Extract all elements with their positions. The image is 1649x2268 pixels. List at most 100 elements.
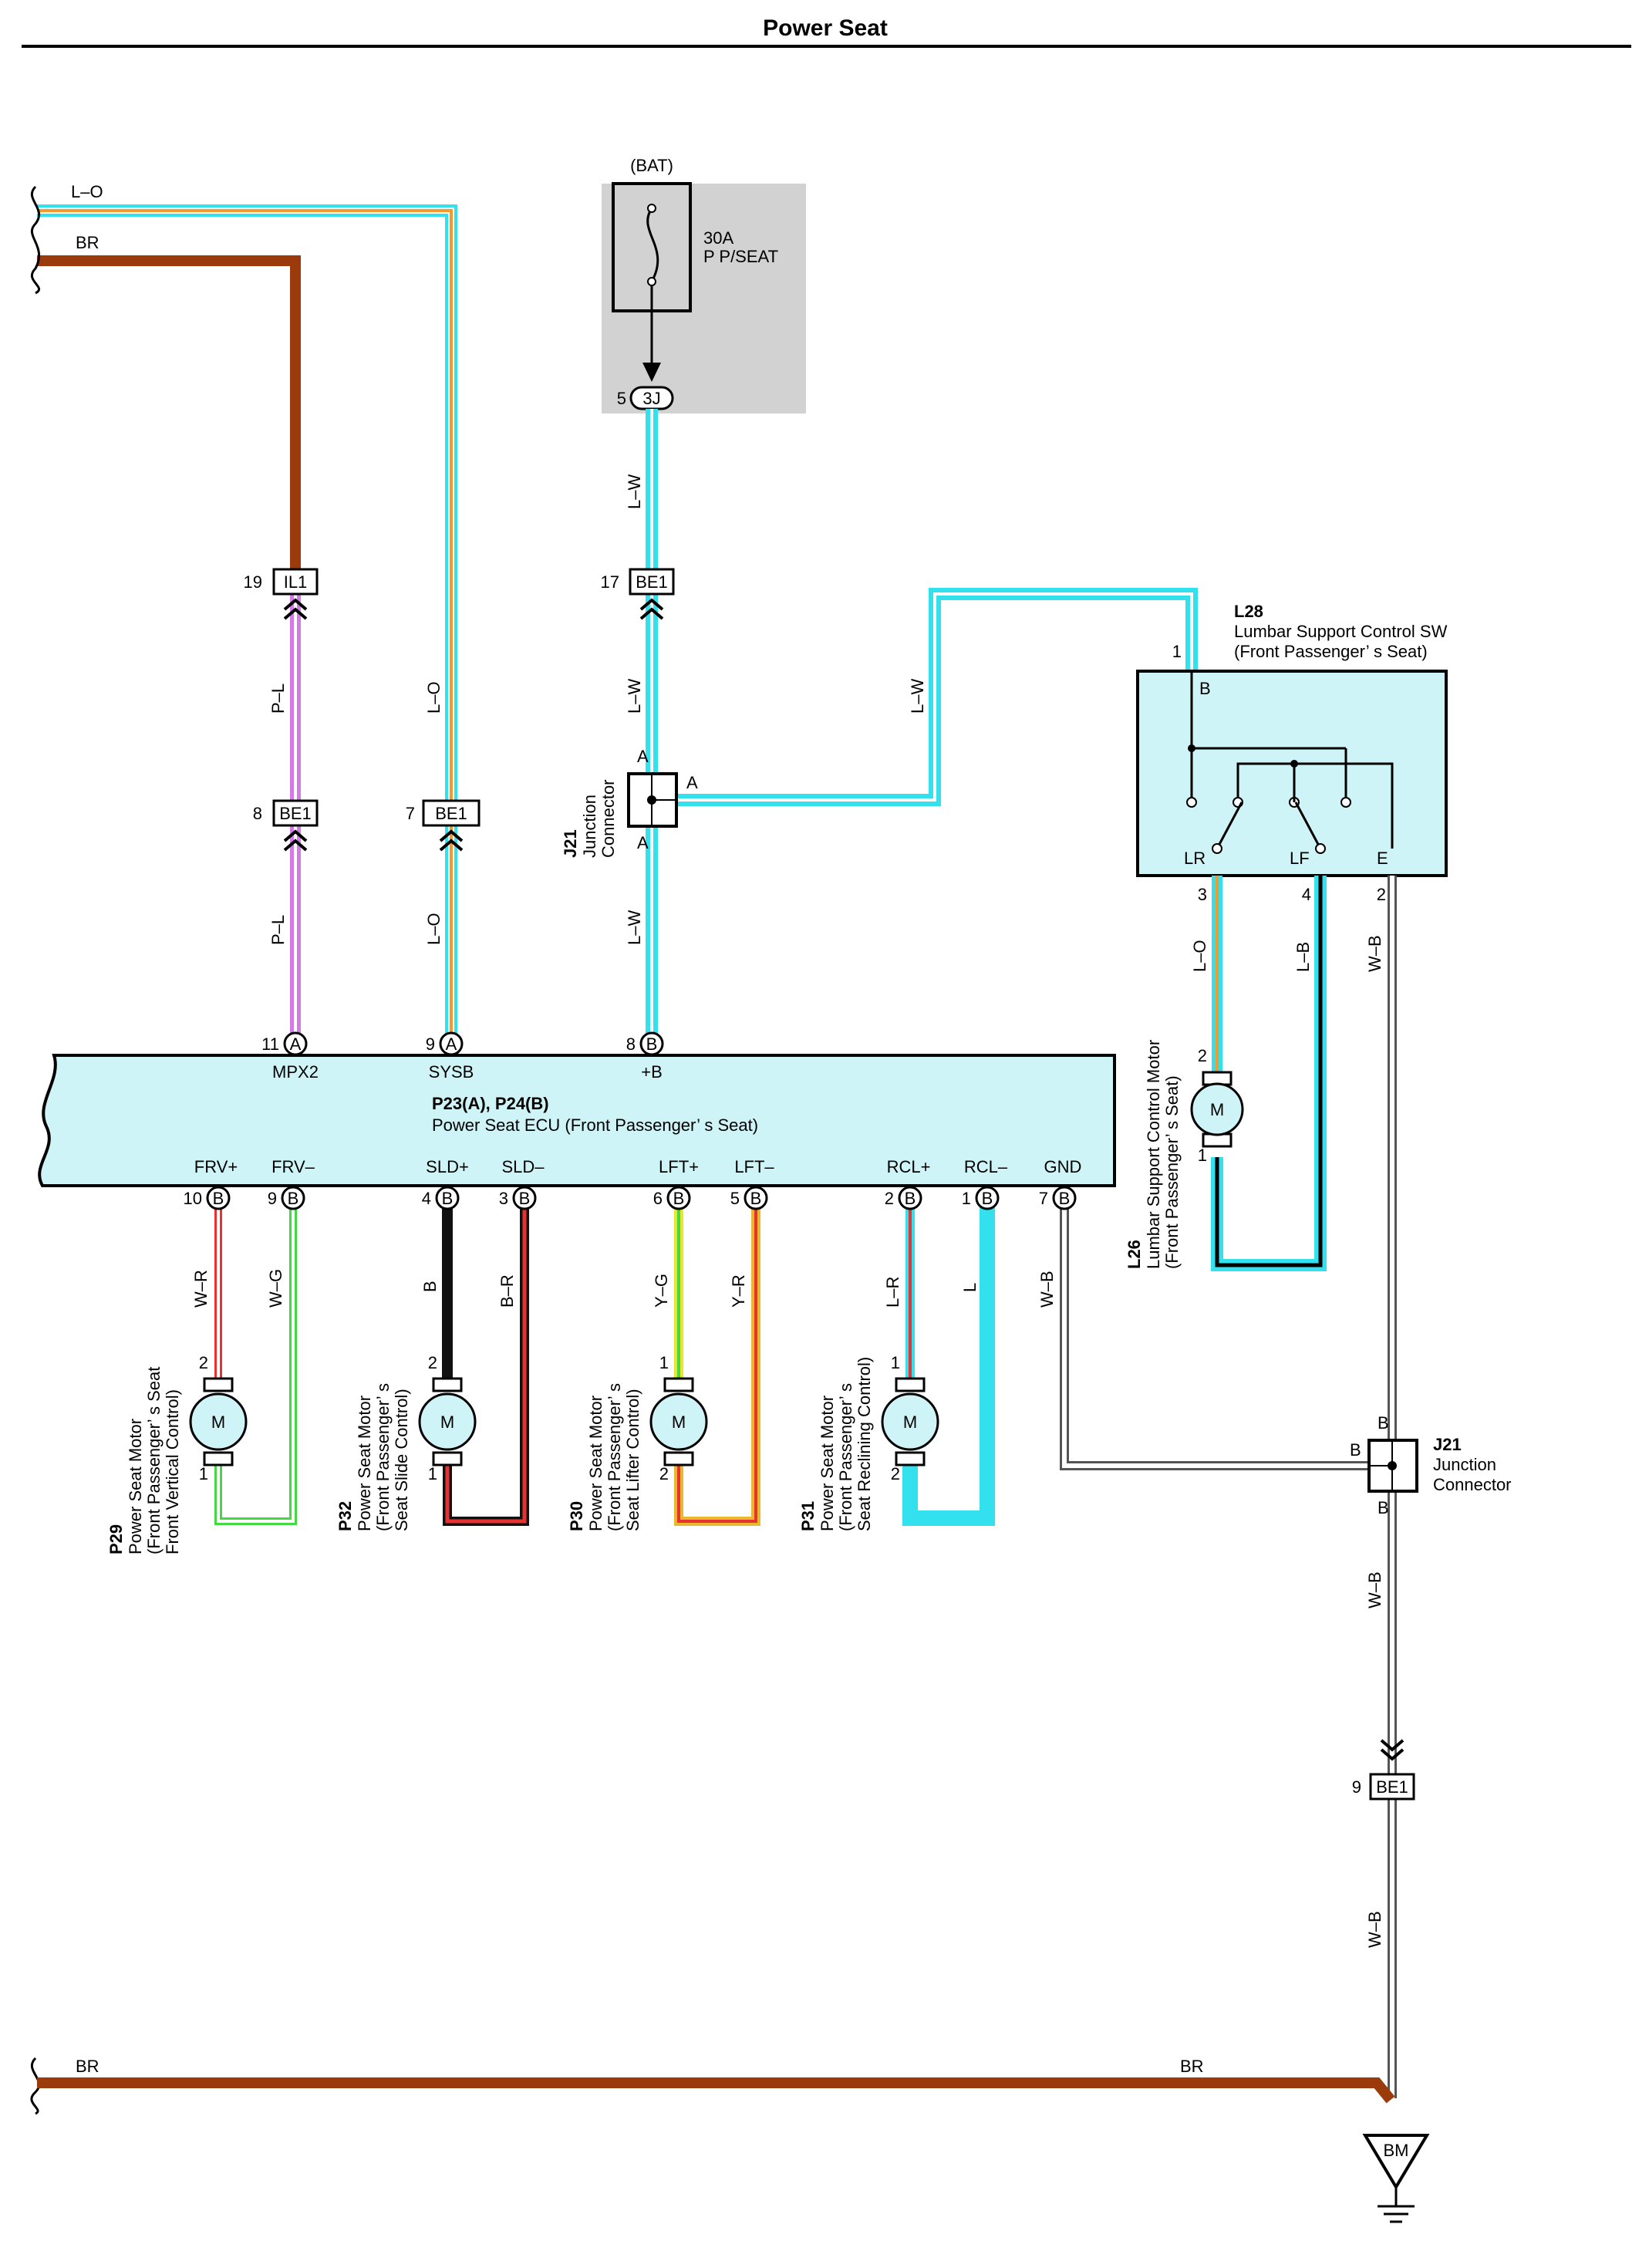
motor-p30-code: P30 [567, 1501, 586, 1531]
wire-label-wg: W–G [266, 1269, 285, 1308]
conn-3j-id: 3J [642, 389, 660, 408]
wire-label-yg: Y–G [652, 1274, 671, 1308]
wire-label-lumbar-lb: L–B [1293, 942, 1313, 972]
motor-p29-bot-pin: 1 [199, 1464, 208, 1483]
motor-p30-l1: Power Seat Motor [586, 1396, 605, 1531]
conn-be1-7-id: BE1 [435, 804, 467, 823]
ecu-pin-name-rcl-minus: RCL– [964, 1157, 1008, 1176]
motor-p30-bot-pin: 2 [659, 1464, 669, 1483]
l28-term-lf: LF [1290, 849, 1310, 868]
wire-wg [214, 1207, 297, 1525]
motor-p31-m: M [903, 1412, 917, 1432]
ecu-bottom-pin-conn: B [1059, 1189, 1071, 1208]
motor-p31-bot-pin: 2 [891, 1464, 900, 1483]
ecu-bottom-pin-num: 4 [422, 1189, 431, 1208]
wire-label-br-top: BR [76, 233, 99, 252]
ecu-pin-name-lft-plus: LFT+ [659, 1157, 699, 1176]
j21-top-name2: Connector [599, 779, 618, 858]
motor-icon [418, 1392, 477, 1451]
motor-p31-code: P31 [798, 1501, 818, 1531]
ecu-pin-name-rcl-plus: RCL+ [887, 1157, 931, 1176]
motor-p29-code: P29 [106, 1524, 126, 1554]
wire-label-lo-1: L–O [424, 681, 443, 714]
wire-break-bottom-icon [30, 2057, 41, 2115]
ecu-bottom-pin-conn: B [213, 1189, 224, 1208]
conn-be1-17: BE1 17 [601, 568, 675, 620]
ecu-bottom-pin-frv-minus: B 9 [268, 1186, 305, 1210]
motor-p30-top-pin: 1 [659, 1353, 669, 1372]
j21-bottom-connector: B B B J21 Junction Connector [1350, 1413, 1512, 1517]
conn-3j-pin: 5 [617, 389, 626, 408]
l26-pin1: 1 [1198, 1146, 1207, 1165]
conn-be1-7-pin: 7 [406, 804, 415, 823]
j21-bottom-code: J21 [1433, 1435, 1462, 1454]
wire-label-b: B [420, 1281, 440, 1292]
ecu-bottom-pin-conn: B [442, 1189, 454, 1208]
ecu-box: P23(A), P24(B) Power Seat ECU (Front Pas… [38, 1054, 1116, 1187]
ecu-bottom-pin-num: 3 [499, 1189, 508, 1208]
j21-top-connector: A A A J21 Junction Connector [561, 747, 698, 858]
wire-label-wb-e: W–B [1365, 935, 1384, 972]
l28-pin3: 3 [1198, 885, 1207, 904]
l28-code: L28 [1234, 602, 1263, 621]
wire-br-bottom [37, 2077, 1395, 2104]
wire-lw-branch-stripe [669, 592, 1193, 802]
motor-p32-top-pin: 2 [428, 1353, 437, 1372]
wire-br-motor [443, 1207, 529, 1526]
wire-lw-branch [669, 588, 1198, 806]
motor-p32: M 2 1 P32 Power Seat Motor (Front Passen… [336, 1353, 477, 1531]
wire-label-br: B–R [497, 1274, 517, 1308]
ecu-top-pin-num: 8 [626, 1034, 636, 1054]
connector-chevron-icon [439, 829, 464, 852]
connector-chevron-icon [1380, 1739, 1405, 1761]
ecu-pin-name-lft-minus: LFT– [734, 1157, 774, 1176]
motor-p30-m: M [672, 1412, 686, 1432]
wire-label-lw-3: L–W [625, 910, 644, 945]
wire-yr [674, 1207, 760, 1526]
ecu-bottom-pin-num: 1 [962, 1189, 971, 1208]
j21-top-pin-a-right: A [686, 773, 698, 792]
wire-wg-stripe [217, 1207, 295, 1523]
ecu-bottom-pin-num: 2 [885, 1189, 894, 1208]
conn-be1-9: BE1 9 [1352, 1739, 1415, 1801]
motor-p29-m: M [211, 1412, 225, 1432]
j21-top-code: J21 [561, 829, 580, 858]
j21-bottom-name1: Junction [1433, 1455, 1496, 1474]
motor-p31-l3: Seat Reclining Control) [855, 1357, 874, 1531]
motor-p29-l1: Power Seat Motor [126, 1419, 145, 1554]
ecu-bottom-pin-gnd: B 7 [1039, 1186, 1077, 1210]
l28-pin1: 1 [1172, 642, 1182, 661]
ecu-bottom-pin-conn: B [288, 1189, 299, 1208]
wire-yr-stripe [677, 1207, 757, 1523]
motor-p31-top-pin: 1 [891, 1353, 900, 1372]
motor-p30-l2: (Front Passenger’ s [605, 1383, 624, 1531]
ecu-code: P23(A), P24(B) [432, 1094, 549, 1113]
ecu-pin-name-sld-minus: SLD– [501, 1157, 545, 1176]
j21-bottom-pin-b-top: B [1378, 1413, 1389, 1433]
l28-term-b: B [1199, 679, 1211, 698]
ecu-bottom-pin-frv-plus: B 10 [184, 1186, 231, 1210]
wire-label-pl-1: P–L [268, 683, 288, 714]
conn-be1-9-id: BE1 [1376, 1777, 1408, 1797]
motor-icon [1190, 1082, 1244, 1136]
l26-m: M [1210, 1100, 1224, 1119]
j21-bottom-name2: Connector [1433, 1475, 1512, 1494]
ecu-bottom-pin-lft-plus: B 6 [653, 1186, 691, 1210]
wire-label-wb-gnd: W–B [1037, 1271, 1057, 1308]
ecu-bottom-pin-num: 9 [268, 1189, 277, 1208]
wire-lo-top-stripe [37, 209, 453, 1034]
l26-lumbar-motor: M 2 1 L26 Lumbar Support Control Motor (… [1125, 1040, 1244, 1269]
motor-p29: M 2 1 P29 Power Seat Motor (Front Passen… [106, 1353, 248, 1554]
motor-p32-code: P32 [336, 1501, 355, 1531]
wire-label-lw-2: L–W [625, 679, 644, 714]
wire-l [902, 1207, 995, 1526]
fuse-amp: 30A [703, 228, 733, 248]
wire-lumbar-lb [1211, 876, 1327, 1271]
ecu-top-pin-mpx2: A 11 MPX2 [261, 1031, 319, 1082]
wire-label-wb-j21: W–B [1365, 1571, 1384, 1608]
wire-label-yr: Y–R [729, 1274, 748, 1308]
wire-br-top [37, 255, 301, 571]
l26-name1: Lumbar Support Control Motor [1144, 1040, 1163, 1269]
ecu-bottom-pin-sld-plus: B 4 [422, 1186, 460, 1210]
